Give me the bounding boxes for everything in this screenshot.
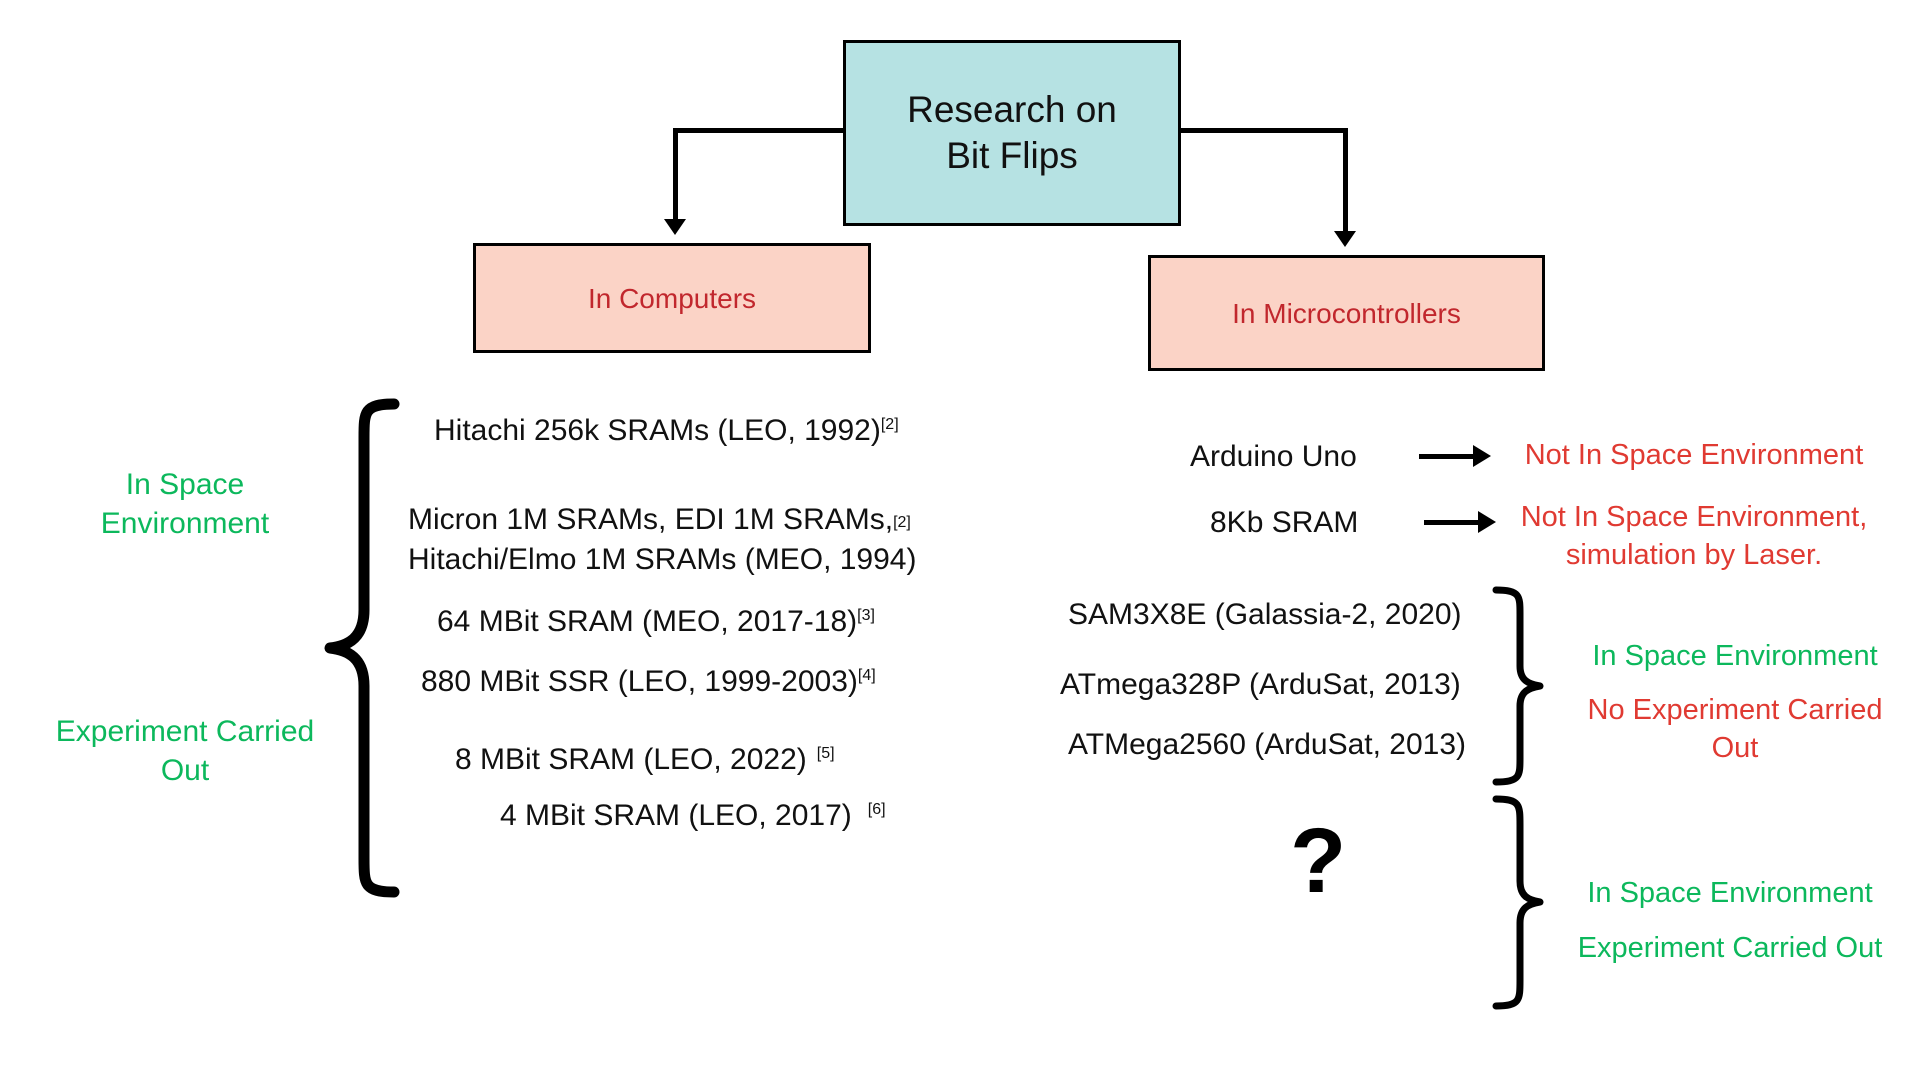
computers-list-item-6: 4 MBit SRAM (LEO, 2017) [6] [500, 796, 886, 835]
computers-list-item-6-text: 4 MBit SRAM (LEO, 2017) [500, 799, 852, 832]
micro-unknown-label-1: In Space Environment [1587, 877, 1873, 909]
micro-unknown-brace [1490, 795, 1546, 1010]
computers-list-item-1: Hitachi 256k SRAMs (LEO, 1992)[2] [434, 411, 899, 450]
arrow-head-computers [664, 219, 686, 235]
computers-annotation-experiment: Experiment Carried Out [55, 715, 315, 787]
micro-space-item-1: SAM3X8E (Galassia-2, 2020) [1068, 598, 1462, 631]
root-node[interactable]: Research on Bit Flips [843, 40, 1181, 226]
node-in-microcontrollers[interactable]: In Microcontrollers [1148, 255, 1545, 371]
micro-arrow-row-2-result: Not In Space Environment, simulation by … [1520, 501, 1868, 571]
computers-list-item-3-ref: [3] [857, 607, 875, 624]
root-left-connector [673, 128, 845, 133]
root-node-label: Research on Bit Flips [907, 88, 1117, 176]
computers-list-item-3: 64 MBit SRAM (MEO, 2017-18)[3] [437, 602, 875, 641]
micro-arrow-row-1-source: Arduino Uno [1190, 440, 1357, 473]
computers-list-item-1-text: Hitachi 256k SRAMs (LEO, 1992) [434, 414, 881, 447]
computers-list-item-2-ref: [2] [893, 514, 911, 531]
micro-unknown-label-2: Experiment Carried Out [1577, 932, 1883, 964]
computers-list-item-4-ref: [4] [857, 667, 876, 684]
micro-space-brace [1490, 586, 1546, 786]
computers-list-item-5-text: 8 MBit SRAM (LEO, 2022) [455, 743, 807, 776]
right-arrow-icon [1419, 440, 1491, 472]
micro-space-item-3: ATMega2560 (ArduSat, 2013) [1068, 728, 1467, 761]
micro-arrow-row-2-source: 8Kb SRAM [1210, 506, 1359, 539]
computers-annotation-space: In Space Environment [100, 468, 270, 540]
arrow-head-microcontrollers [1334, 231, 1356, 247]
computers-list-item-2-line2: Hitachi/Elmo 1M SRAMs (MEO, 1994) [408, 543, 917, 576]
node-in-computers[interactable]: In Computers [473, 243, 871, 353]
micro-space-label-red: No Experiment Carried Out [1587, 694, 1883, 764]
micro-arrow-row-1-result: Not In Space Environment [1524, 439, 1864, 471]
computers-list-item-4-text: 880 MBit SSR (LEO, 1999-2003) [421, 665, 858, 698]
computers-list-item-5: 8 MBit SRAM (LEO, 2022) [5] [455, 740, 835, 779]
right-arrow-icon-2 [1424, 506, 1496, 538]
computers-list-item-3-text: 64 MBit SRAM (MEO, 2017-18) [437, 605, 858, 638]
computers-list-item-1-ref: [2] [880, 416, 899, 433]
computers-list-item-6-ref: [6] [867, 801, 886, 818]
root-right-connector [1181, 128, 1348, 133]
micro-space-item-2: ATmega328P (ArduSat, 2013) [1060, 668, 1461, 701]
question-mark: ? [1290, 810, 1347, 912]
root-left-drop [673, 128, 678, 221]
computers-list-item-4: 880 MBit SSR (LEO, 1999-2003)[4] [421, 662, 876, 701]
computers-list-item-5-ref: [5] [816, 745, 835, 762]
node-in-microcontrollers-label: In Microcontrollers [1232, 297, 1461, 329]
node-in-computers-label: In Computers [587, 282, 757, 314]
computers-list-item-2: Micron 1M SRAMs, EDI 1M SRAMs,[2] [408, 500, 911, 539]
micro-space-label-green: In Space Environment [1592, 640, 1878, 672]
root-right-drop [1343, 128, 1348, 233]
computers-brace [320, 398, 400, 898]
computers-list-item-2-text: Micron 1M SRAMs, EDI 1M SRAMs, [408, 503, 894, 536]
